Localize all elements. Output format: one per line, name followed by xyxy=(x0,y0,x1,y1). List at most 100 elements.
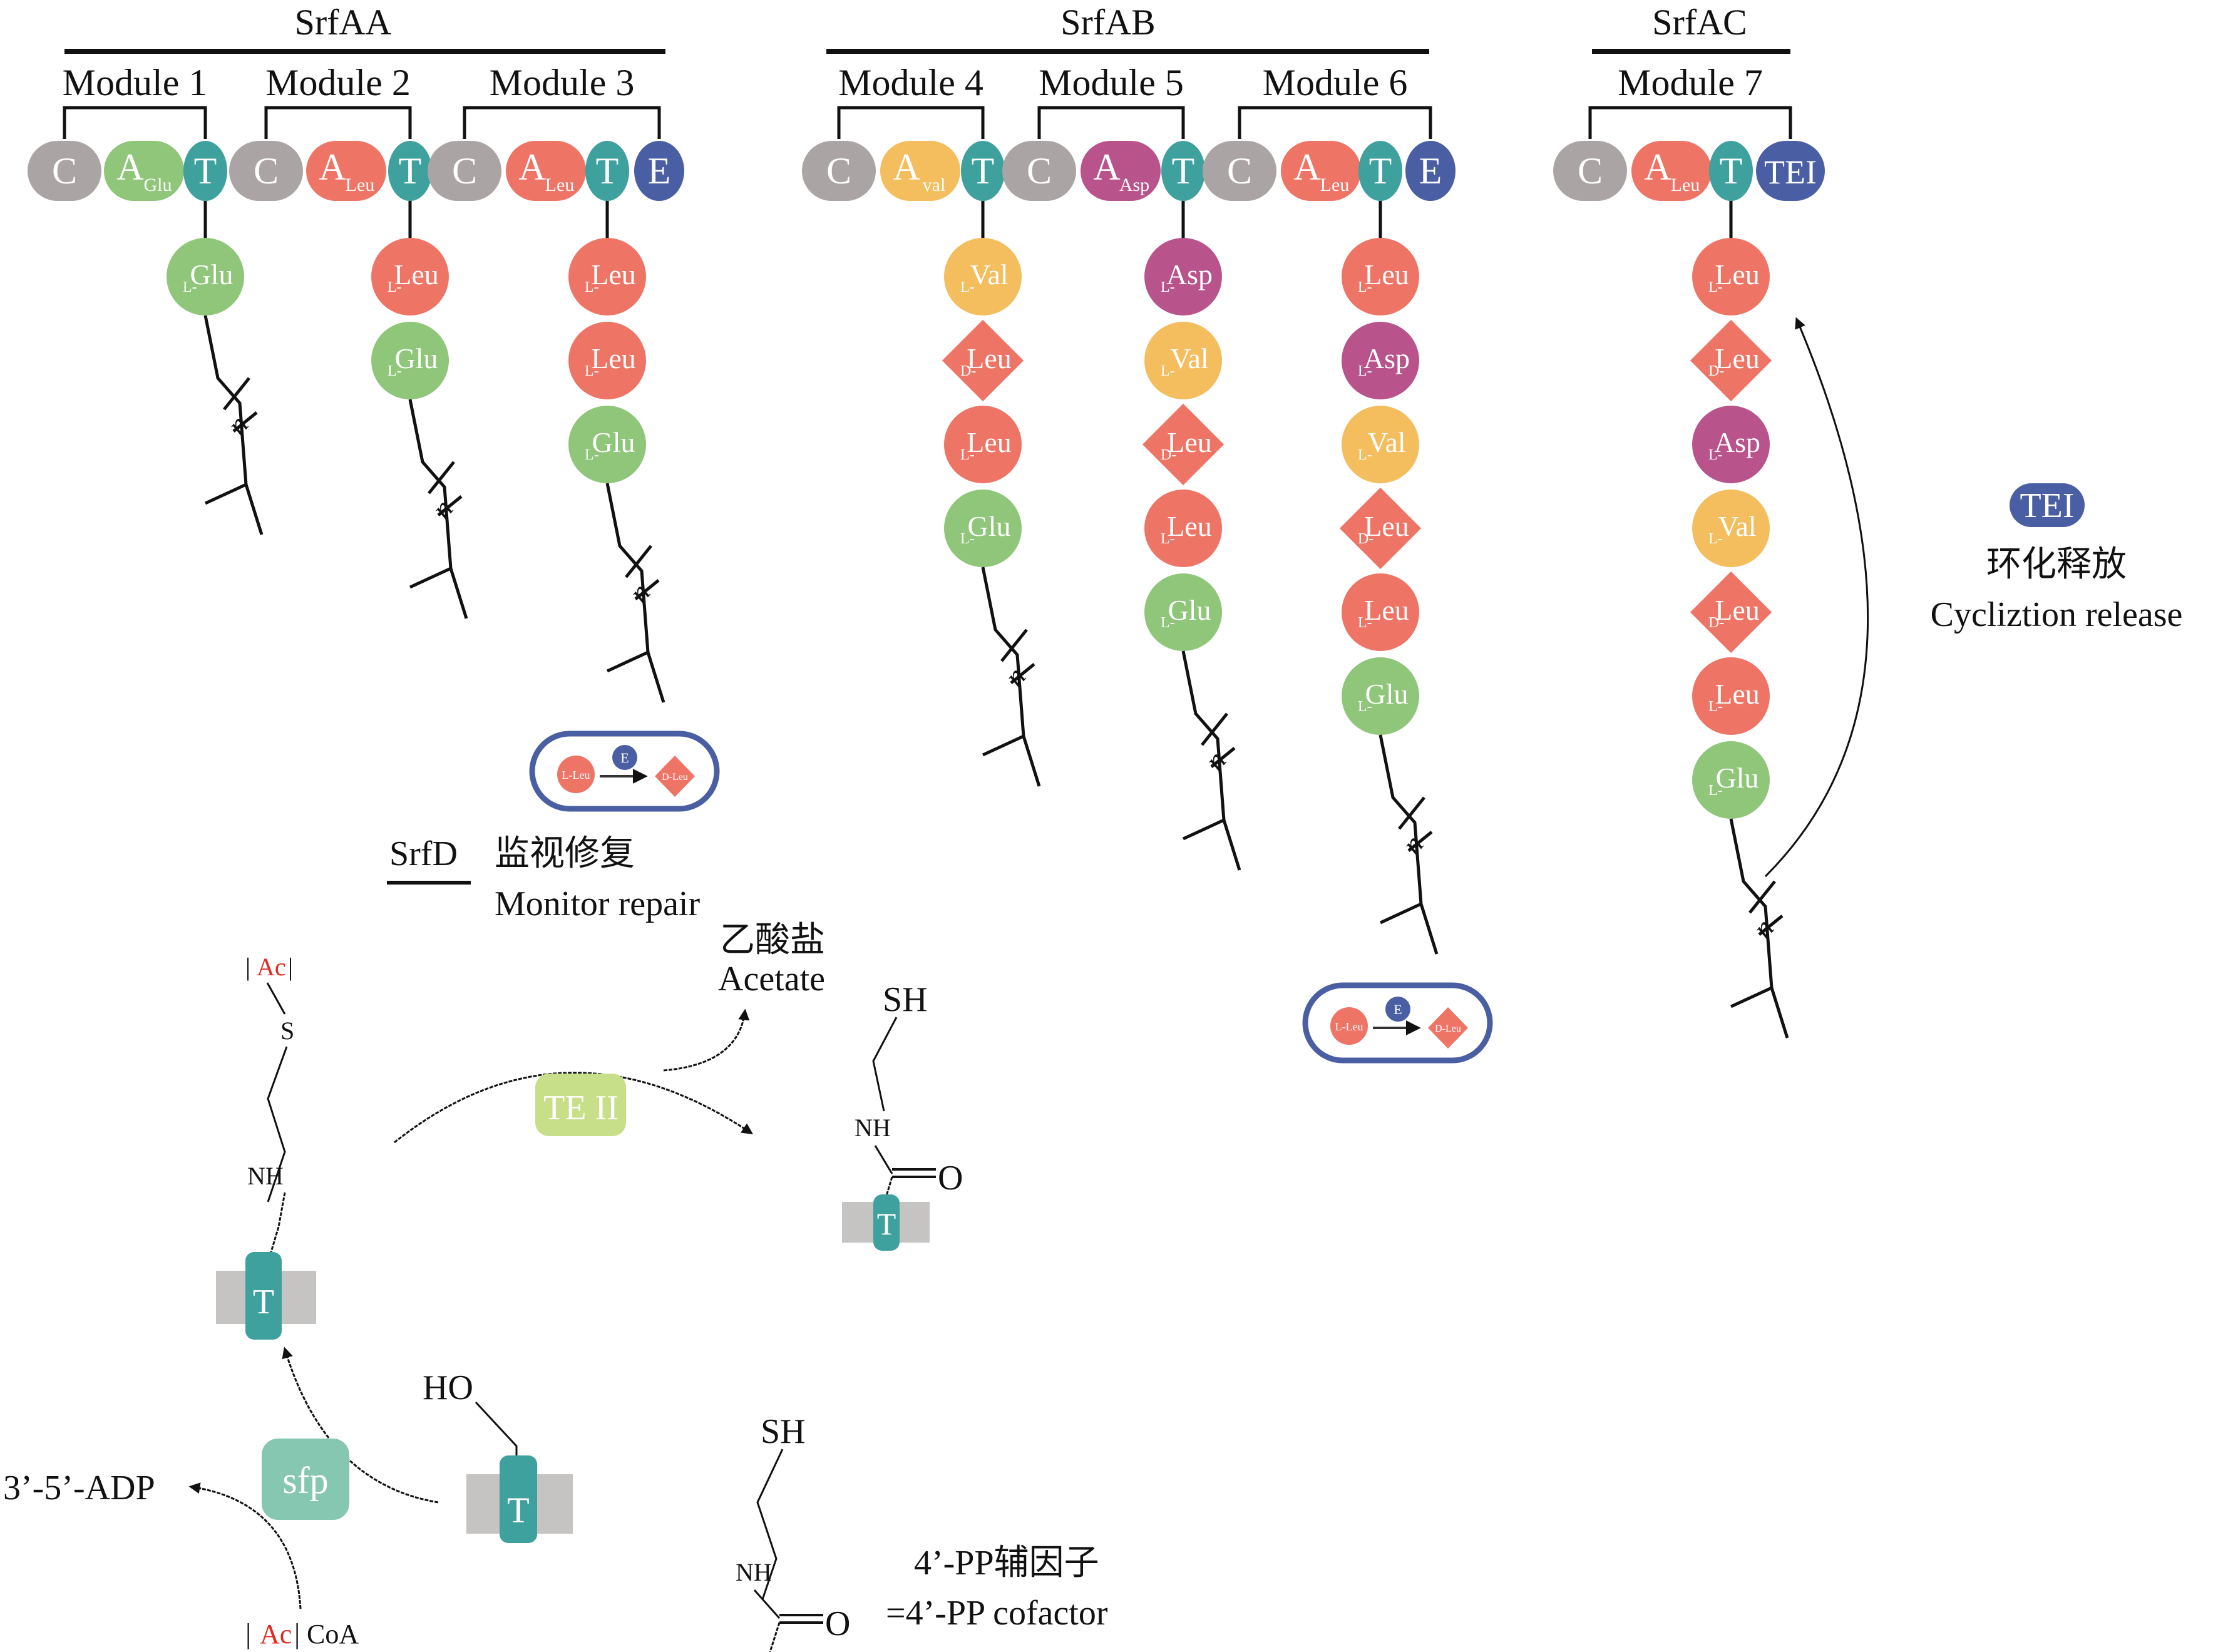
synthetase-title: SrfAB xyxy=(1060,2,1155,43)
residue-shape xyxy=(1690,319,1772,402)
domain-c: C xyxy=(428,141,501,201)
repeat-bracket xyxy=(428,461,463,516)
cyclization-arrow xyxy=(1764,317,1869,878)
residue-config: L- xyxy=(1708,447,1723,463)
residue-shape xyxy=(944,490,1022,567)
domain-shape xyxy=(1203,141,1276,201)
bond xyxy=(872,1017,898,1112)
srfd-name: SrfD xyxy=(389,834,458,873)
domain-shape xyxy=(1631,141,1712,201)
residue-shape xyxy=(1342,322,1419,399)
pp-cofactor: SH NH O 4’-PP辅因子 =4’-PP cofactor xyxy=(736,1412,1108,1652)
residue-lleu: L-Leu xyxy=(1342,573,1419,651)
domain-t: T xyxy=(1709,141,1753,201)
residue-shape xyxy=(1692,238,1770,316)
l-leu-icon xyxy=(1330,1007,1368,1045)
domain-substrate: Leu xyxy=(346,175,375,195)
residue-name: Asp xyxy=(1166,259,1213,290)
ac-bracket-right: | xyxy=(288,953,293,981)
alkyl-chain xyxy=(605,483,665,703)
domain-shape xyxy=(28,141,101,201)
residue-shape xyxy=(1144,322,1222,399)
domain-shape xyxy=(1756,141,1825,201)
residue-name: Val xyxy=(1367,426,1405,458)
domain-label: A xyxy=(1293,146,1320,188)
residue-config: D- xyxy=(1708,615,1724,631)
residue-config: L- xyxy=(1161,279,1175,295)
domain-tei: TEI xyxy=(1756,141,1825,201)
residue-lasp: L-Asp xyxy=(1342,322,1419,399)
domain-c: C xyxy=(28,141,101,201)
residue-lasp: L-Asp xyxy=(1144,238,1222,316)
residue-name: Val xyxy=(1170,342,1208,374)
residue-config: L- xyxy=(960,447,975,463)
domain-shape xyxy=(428,141,501,201)
ac-label: Ac xyxy=(257,953,286,981)
residue-name: Leu xyxy=(591,342,636,374)
residue-lglu: L-Glu xyxy=(371,322,449,399)
residue-lglu: L-Glu xyxy=(1692,741,1770,819)
e-enzyme-label: E xyxy=(1394,1002,1402,1017)
domain-label: C xyxy=(1027,150,1052,192)
domain-label: T xyxy=(194,150,217,192)
sfp-label: sfp xyxy=(282,1460,328,1501)
d-leu-label: D-Leu xyxy=(1435,1024,1461,1034)
teii-arrow xyxy=(394,1072,753,1144)
release-label-cn: 环化释放 xyxy=(1986,545,2127,584)
residue-config: L- xyxy=(1358,363,1372,379)
domain-c: C xyxy=(1203,141,1276,201)
residue-shape xyxy=(1342,573,1419,651)
fatty-acid-tail: n xyxy=(605,483,665,703)
domain-shape xyxy=(104,141,184,201)
o-atom: O xyxy=(825,1604,850,1643)
module-bracket xyxy=(1238,106,1432,139)
residue-dleu: D-Leu xyxy=(1339,487,1422,570)
alkyl-chain xyxy=(1379,734,1439,955)
residue-shape xyxy=(1692,741,1770,819)
domain-label: C xyxy=(52,150,77,192)
repeat-bracket xyxy=(1201,712,1236,768)
residue-config: L- xyxy=(1708,782,1723,799)
d-leu-label: D-Leu xyxy=(662,772,688,782)
sfp-badge xyxy=(262,1439,349,1520)
residue-config: L- xyxy=(388,363,402,379)
repeat-n: n xyxy=(1395,828,1429,859)
domain-label: C xyxy=(826,150,851,192)
residue-shape xyxy=(1690,571,1772,654)
fatty-acid-tail: n xyxy=(1729,818,1789,1039)
adp-label: 3’-5’-ADP xyxy=(3,1469,155,1507)
residue-name: Leu xyxy=(1715,678,1760,710)
srfd-annotation: SrfD 监视修复 Monitor repair xyxy=(387,834,700,923)
residue-name: Leu xyxy=(967,426,1012,458)
residue-shape xyxy=(371,238,449,316)
residue-config: L- xyxy=(1358,699,1372,715)
residue-name: Asp xyxy=(1714,426,1760,458)
residue-shape xyxy=(1692,406,1770,483)
cyclization-release: TEI 环化释放 Cycliztion release xyxy=(1764,317,2182,878)
residue-name: Val xyxy=(1718,510,1756,542)
coa-label: CoA xyxy=(307,1619,359,1649)
residue-lval: L-Val xyxy=(1144,322,1222,399)
residue-shape xyxy=(568,322,646,399)
domain-t: T xyxy=(961,141,1005,201)
domain-shape xyxy=(506,141,586,201)
residue-shape xyxy=(1342,238,1419,316)
residue-config: D- xyxy=(1161,447,1176,463)
residue-shape xyxy=(568,406,646,483)
ac-coa-bracket-right: | xyxy=(294,1618,300,1649)
sh-atom: SH xyxy=(883,980,928,1019)
domain-t: T xyxy=(585,141,629,201)
module-label: Module 5 xyxy=(1039,62,1184,103)
module-bracket xyxy=(837,106,985,139)
fatty-acid-tail: n xyxy=(1181,650,1241,871)
residue-dleu: D-Leu xyxy=(1142,403,1225,486)
carbonyl xyxy=(779,1614,823,1624)
